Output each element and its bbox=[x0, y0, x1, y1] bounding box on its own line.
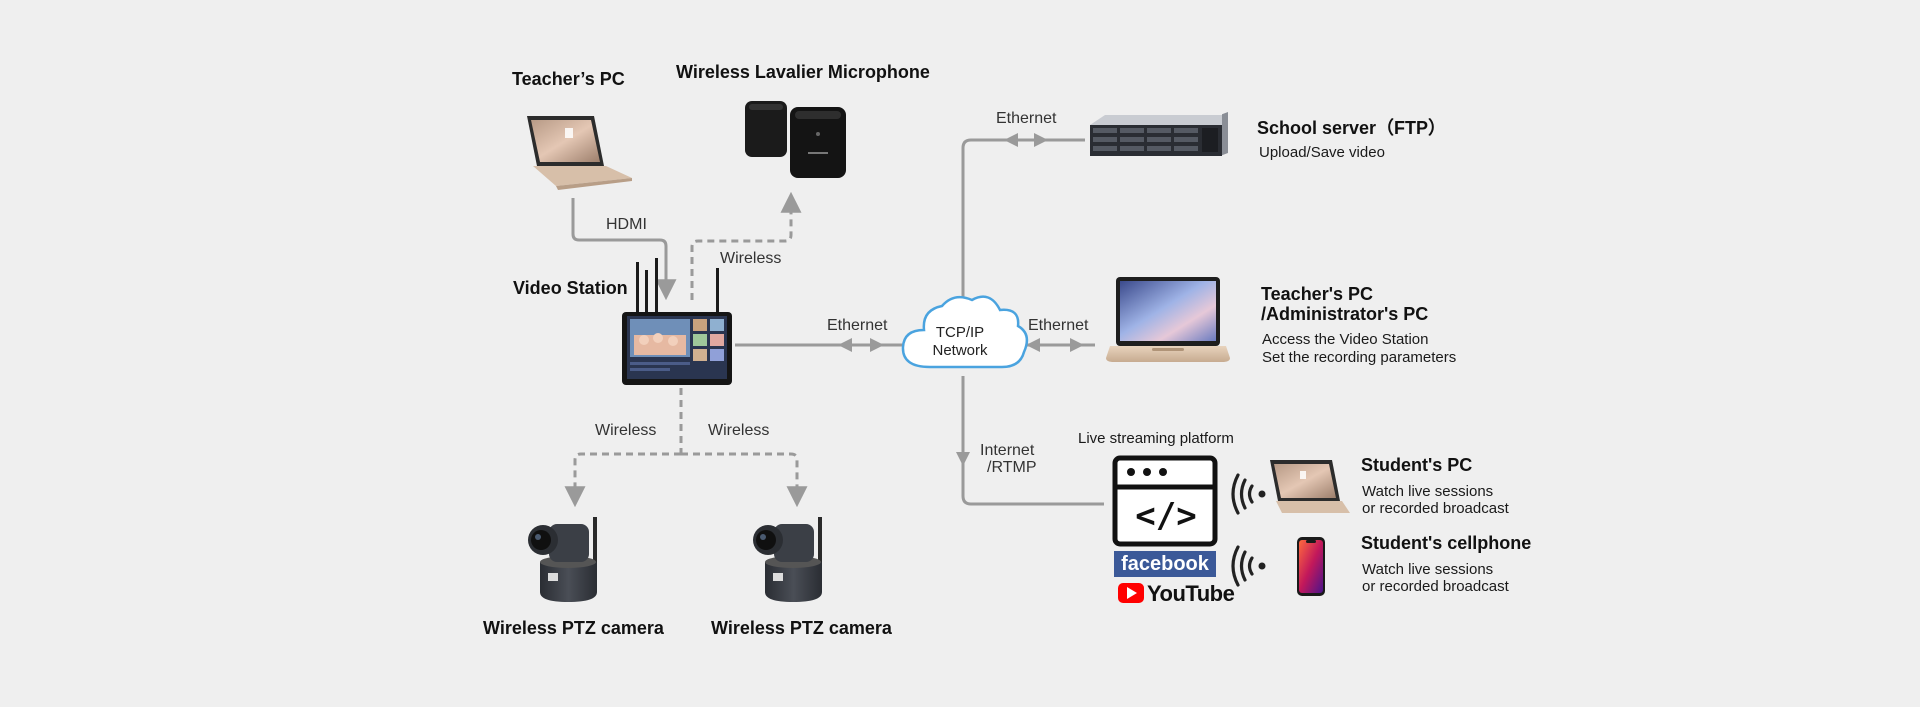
ethernet-server-connector bbox=[961, 138, 1085, 310]
hdmi-connector bbox=[571, 198, 677, 301]
ptz-camera-right-icon bbox=[753, 517, 822, 602]
rtmp-label: /RTMP bbox=[987, 459, 1037, 476]
wireless-signal-icon bbox=[1231, 545, 1266, 587]
wireless-mic-label: Wireless bbox=[720, 250, 782, 267]
live-platform-window-icon bbox=[1112, 455, 1218, 547]
live-platform-title: Live streaming platform bbox=[1078, 430, 1234, 447]
wireless-signal-icon bbox=[1231, 473, 1266, 515]
student-pc-desc-line1: Watch live sessions bbox=[1362, 483, 1494, 500]
ptz-camera-right-title: Wireless PTZ camera bbox=[711, 618, 892, 638]
lavalier-microphone-icon bbox=[745, 101, 846, 178]
video-station-device-icon bbox=[622, 258, 732, 385]
network-line-2: Network bbox=[932, 342, 988, 359]
wireless-mic-connector bbox=[690, 191, 802, 300]
internet-label: Internet bbox=[980, 442, 1035, 459]
ethernet-server-label: Ethernet bbox=[996, 110, 1057, 127]
student-phone-title: Student's cellphone bbox=[1361, 533, 1532, 553]
youtube-logo-text: YouTube bbox=[1147, 581, 1235, 606]
network-line-1: TCP/IP bbox=[935, 324, 985, 341]
network-cloud-label: TCP/IP Network bbox=[920, 324, 1000, 360]
ethernet-admin-label: Ethernet bbox=[1028, 317, 1089, 334]
facebook-logo: facebook bbox=[1114, 551, 1216, 577]
student-cellphone-icon bbox=[1297, 537, 1325, 596]
admin-pc-title-line1: Teacher's PC bbox=[1261, 284, 1373, 304]
wireless-cam-right-label: Wireless bbox=[708, 422, 770, 439]
video-station-title: Video Station bbox=[513, 278, 628, 298]
school-server-desc: Upload/Save video bbox=[1259, 144, 1385, 161]
admin-pc-title-line2: /Administrator's PC bbox=[1261, 304, 1429, 324]
school-server-icon bbox=[1090, 112, 1228, 156]
network-cloud-icon bbox=[901, 295, 1029, 369]
teacher-pc-title: Teacher’s PC bbox=[512, 69, 625, 89]
student-pc-desc-line2: or recorded broadcast bbox=[1362, 500, 1509, 517]
student-phone-desc-line1: Watch live sessions bbox=[1362, 561, 1494, 578]
wireless-cam-connector-left bbox=[564, 452, 681, 508]
student-pc-title: Student's PC bbox=[1361, 455, 1473, 475]
hdmi-label: HDMI bbox=[606, 216, 647, 233]
youtube-logo-icon bbox=[1118, 583, 1144, 603]
wireless-cam-left-label: Wireless bbox=[595, 422, 657, 439]
ethernet-station-label: Ethernet bbox=[827, 317, 888, 334]
code-symbol: </> bbox=[1135, 496, 1197, 536]
school-server-title: School server（FTP） bbox=[1257, 118, 1447, 138]
student-pc-laptop-icon bbox=[1270, 460, 1350, 513]
internet-connector bbox=[961, 376, 1104, 506]
teacher-pc-laptop-icon bbox=[527, 116, 632, 190]
ptz-camera-left-title: Wireless PTZ camera bbox=[483, 618, 664, 638]
wireless-cam-connector-right bbox=[681, 452, 808, 508]
lavalier-mic-title: Wireless Lavalier Microphone bbox=[676, 62, 930, 82]
ptz-camera-left-icon bbox=[528, 517, 597, 602]
admin-pc-desc-line1: Access the Video Station bbox=[1262, 331, 1429, 348]
admin-pc-desc-line2: Set the recording parameters bbox=[1262, 349, 1457, 366]
admin-pc-laptop-icon bbox=[1106, 277, 1230, 362]
student-phone-desc-line2: or recorded broadcast bbox=[1362, 578, 1509, 595]
